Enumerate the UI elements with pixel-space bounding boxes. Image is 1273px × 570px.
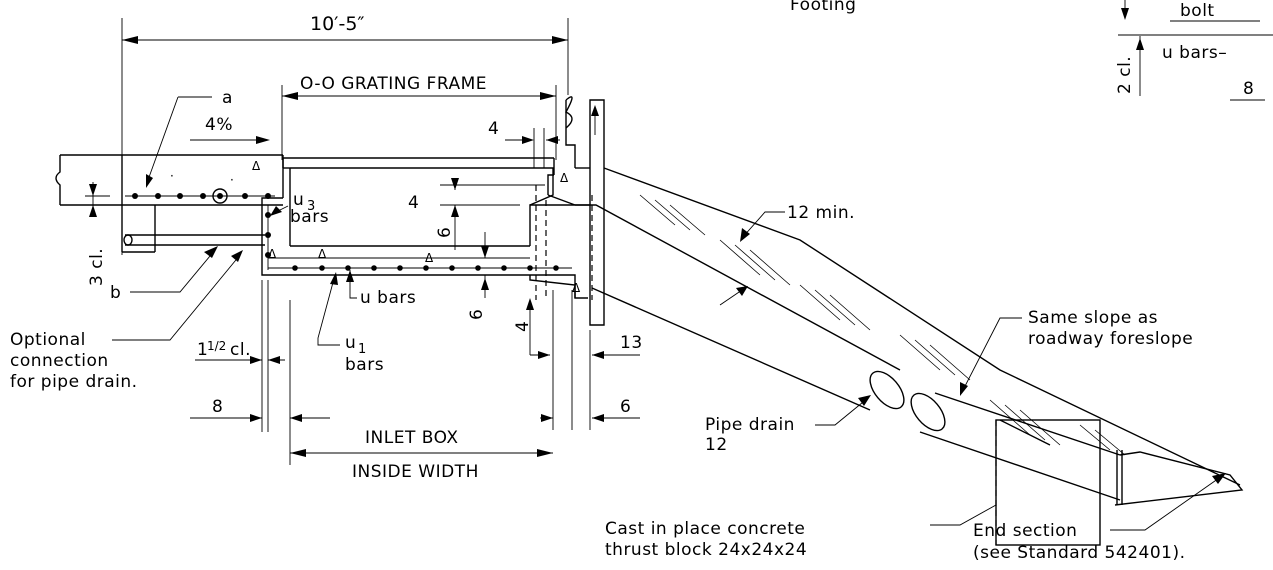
svg-text:6: 6 — [467, 309, 487, 320]
pipe-drain: Pipe drain 12 — [553, 204, 905, 455]
svg-text:cl.: cl. — [230, 340, 251, 360]
svg-text:6: 6 — [620, 397, 631, 417]
end-section-line-2: (see Standard 542401). — [973, 543, 1186, 563]
footing-label: Footing — [790, 0, 856, 15]
same-slope-line-2: roadway foreslope — [1028, 329, 1193, 349]
dim-six-a: 6 — [435, 204, 520, 258]
u-bars-tr-label: u bars– — [1162, 43, 1227, 63]
three-cl-label: 3 cl. — [87, 248, 107, 286]
two-cl-label: 2 cl. — [1115, 56, 1135, 94]
optional-connection-pipe: b Optional connection for pipe drain. — [10, 234, 265, 392]
svg-text:Δ: Δ — [572, 281, 581, 295]
svg-text:Δ: Δ — [268, 247, 277, 261]
dim-four-top: 4 — [488, 119, 560, 168]
end-section: Same slope as roadway foreslope End sect… — [910, 308, 1244, 563]
svg-text:INLET BOX: INLET BOX — [365, 428, 459, 448]
pipe-drain-size: 12 — [705, 435, 728, 455]
dim-one-half-cl: 1 1/2 cl. — [195, 280, 285, 432]
foreslope: 12 min. — [603, 167, 1241, 486]
dim-four-mid: 4 — [408, 178, 545, 213]
svg-text:bars: bars — [290, 207, 329, 227]
thrust-block-note: Cast in place concrete thrust block 24x2… — [605, 504, 997, 560]
svg-text:Δ: Δ — [318, 247, 327, 261]
slope-label: 4% — [205, 115, 233, 135]
dim-six-right: 6 — [540, 397, 640, 422]
eight-tr-label: 8 — [1243, 79, 1254, 99]
overall-dimension-text: 10′-5″ — [310, 13, 365, 35]
svg-text:u: u — [293, 190, 304, 210]
grating-frame-dimension: O-O GRATING FRAME — [281, 74, 557, 160]
bolt-label: bolt — [1180, 1, 1215, 21]
u-bars-label: u bars 6 — [346, 270, 489, 320]
svg-text:Δ: Δ — [252, 159, 261, 173]
dim-eight-left: 8 — [190, 300, 330, 465]
inlet-box: Δ Δ Δ Δ Δ — [261, 157, 593, 300]
svg-text:u bars: u bars — [360, 288, 416, 308]
optional-line-3: for pipe drain. — [10, 372, 138, 392]
left-slab: Δ · · 4% a — [55, 88, 284, 253]
slab-rebar-dots — [132, 188, 271, 204]
thrust-line-2: thrust block 24x24x24 — [605, 540, 807, 560]
svg-text:1/2: 1/2 — [207, 339, 226, 353]
guard-wall — [565, 96, 605, 326]
u1-bars-label: u 1 bars — [317, 272, 384, 375]
svg-text:12 min.: 12 min. — [787, 203, 855, 223]
overall-dimension: 10′-5″ — [121, 13, 569, 255]
svg-text:1: 1 — [358, 342, 367, 357]
svg-text:4: 4 — [408, 193, 419, 213]
svg-text:4: 4 — [488, 119, 499, 139]
optional-line-2: connection — [10, 351, 109, 371]
footing-table-fragment: Footing bolt u bars– 2 cl. 8 — [790, 0, 1273, 101]
svg-text:u: u — [345, 333, 356, 353]
floor-rebar-dots — [292, 265, 559, 271]
thrust-line-1: Cast in place concrete — [605, 519, 805, 539]
end-section-line-1: End section — [973, 521, 1077, 541]
svg-text:bars: bars — [345, 355, 384, 375]
svg-text:·: · — [230, 173, 234, 187]
svg-text:8: 8 — [212, 397, 223, 417]
u3-bars-label: u 3 bars — [270, 190, 329, 227]
svg-text:Δ: Δ — [425, 251, 434, 265]
pipe-drain-label: Pipe drain — [705, 415, 795, 435]
svg-text:Δ: Δ — [560, 171, 569, 185]
label-a: a — [222, 88, 233, 108]
three-cl-dimension: 3 cl. — [85, 182, 110, 286]
inlet-box-width: INLET BOX INSIDE WIDTH — [290, 428, 553, 482]
label-b: b — [110, 283, 121, 303]
grating-frame-text: O-O GRATING FRAME — [300, 74, 487, 94]
svg-text:1: 1 — [197, 340, 208, 360]
same-slope-line-1: Same slope as — [1028, 308, 1158, 328]
dim-thirteen: 13 — [552, 290, 643, 430]
svg-text:4: 4 — [513, 321, 533, 332]
svg-text:13: 13 — [620, 333, 643, 353]
svg-text:6: 6 — [435, 227, 455, 238]
optional-line-1: Optional — [10, 330, 86, 350]
svg-text:3: 3 — [307, 199, 316, 214]
dim-four-low: 4 — [513, 298, 550, 359]
svg-text:INSIDE WIDTH: INSIDE WIDTH — [352, 462, 479, 482]
svg-text:·: · — [170, 169, 174, 183]
